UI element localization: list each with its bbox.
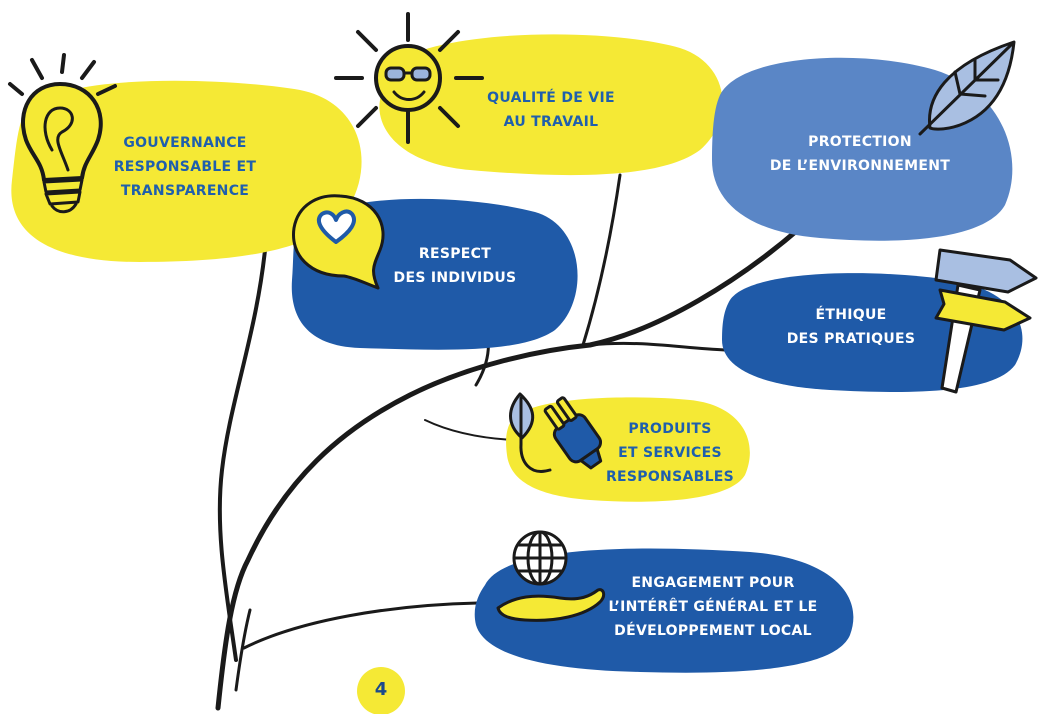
label-line: TRANSPARENCE bbox=[120, 183, 250, 199]
lightbulb-icon bbox=[8, 53, 117, 214]
label-respect: RESPECT DES INDIVIDUS bbox=[385, 242, 525, 290]
label-line: DÉVELOPPEMENT LOCAL bbox=[614, 623, 812, 639]
sun-with-sunglasses-icon bbox=[334, 12, 484, 144]
label-line: PROTECTION bbox=[808, 134, 912, 150]
tree-branches bbox=[215, 173, 803, 711]
label-line: PRODUITS bbox=[628, 421, 712, 437]
page-number-circle bbox=[357, 667, 405, 714]
label-line: ET SERVICES bbox=[618, 445, 722, 461]
signpost-icon bbox=[934, 248, 1038, 394]
branch-ethique bbox=[588, 341, 727, 352]
branch-qualite bbox=[581, 173, 622, 347]
blob-engagement bbox=[474, 548, 854, 673]
label-ethique: ÉTHIQUE DES PRATIQUES bbox=[776, 303, 926, 351]
label-environnement: PROTECTION DE L’ENVIRONNEMENT bbox=[750, 130, 970, 178]
page-number: 4 bbox=[374, 679, 388, 700]
branch-engagement bbox=[242, 601, 480, 650]
label-qualite: QUALITÉ DE VIE AU TRAVAIL bbox=[486, 86, 616, 134]
label-line: DES PRATIQUES bbox=[786, 331, 916, 347]
label-engagement: ENGAGEMENT POUR L’INTÉRÊT GÉNÉRAL ET LE … bbox=[598, 571, 828, 643]
leaf-icon bbox=[918, 40, 1016, 136]
label-line: RESPECT bbox=[418, 246, 492, 262]
trunk-main bbox=[215, 225, 803, 711]
label-line: L’INTÉRÊT GÉNÉRAL ET LE bbox=[608, 599, 818, 615]
label-line: QUALITÉ DE VIE bbox=[487, 90, 615, 106]
label-line: RESPONSABLES bbox=[605, 469, 735, 485]
label-line: RESPONSABLE ET bbox=[113, 159, 257, 175]
heart-speech-bubble-icon bbox=[292, 194, 385, 290]
label-line: AU TRAVAIL bbox=[503, 114, 599, 130]
label-line: DES INDIVIDUS bbox=[393, 270, 517, 286]
label-line: ENGAGEMENT POUR bbox=[631, 575, 795, 591]
blob-qualite bbox=[379, 34, 723, 176]
globe-in-hand-icon bbox=[496, 530, 606, 622]
label-line: GOUVERNANCE bbox=[123, 135, 247, 151]
label-produits: PRODUITS ET SERVICES RESPONSABLES bbox=[600, 417, 740, 489]
label-line: DE L’ENVIRONNEMENT bbox=[769, 158, 951, 174]
leaf-plug-icon bbox=[509, 392, 603, 473]
branch-left-down bbox=[217, 238, 268, 662]
label-line: ÉTHIQUE bbox=[815, 307, 887, 323]
branch-produits bbox=[424, 419, 513, 441]
label-gouvernance: GOUVERNANCE RESPONSABLE ET TRANSPARENCE bbox=[110, 131, 260, 203]
branch-root-right bbox=[234, 608, 252, 692]
